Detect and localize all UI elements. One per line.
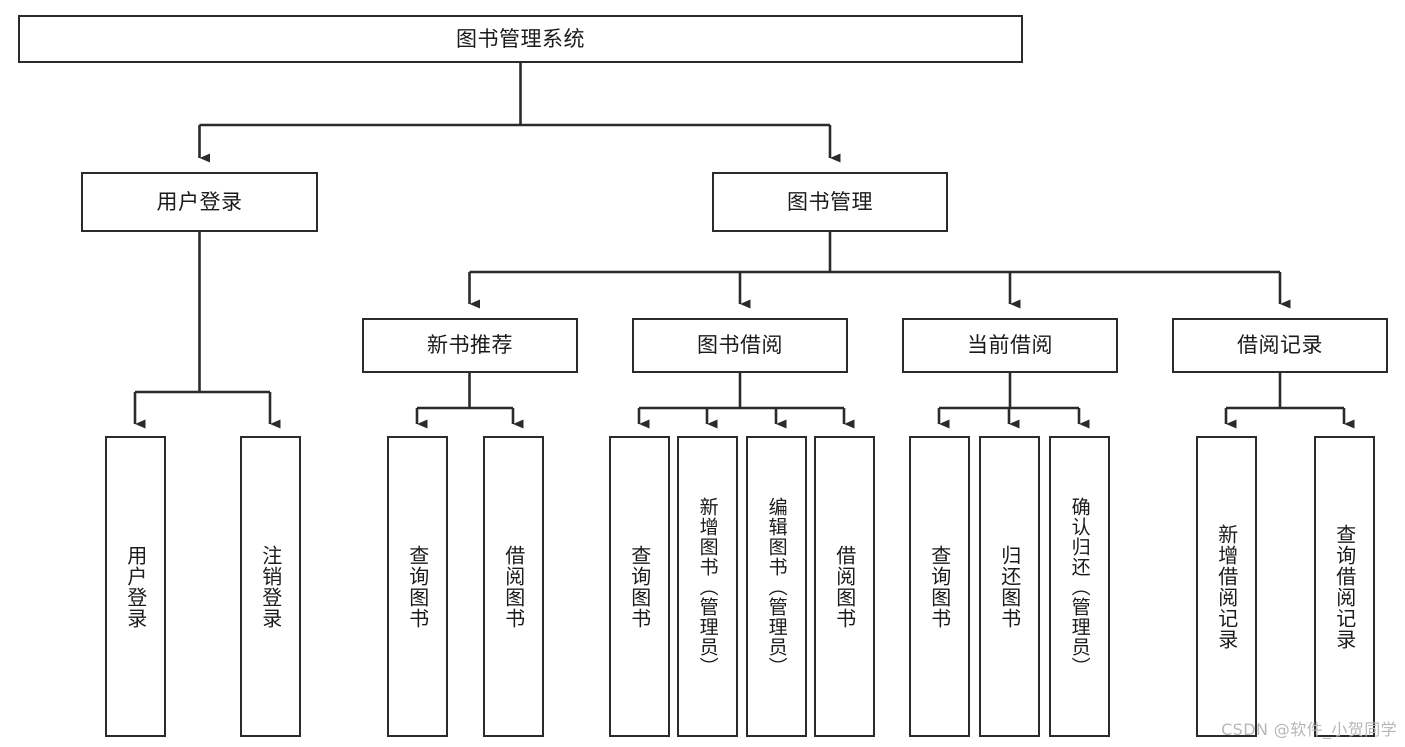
node-label: 查询借阅记录 — [1332, 523, 1357, 650]
node-current-borrow[interactable]: 当前借阅 — [902, 318, 1118, 373]
node-leaf-user-login-logout[interactable]: 注销登录 — [240, 436, 301, 737]
node-label: 新增图书（管理员） — [696, 496, 719, 677]
node-label: 图书管理 — [787, 189, 873, 214]
node-book-management[interactable]: 图书管理 — [712, 172, 948, 232]
node-label: 图书管理系统 — [456, 26, 585, 51]
node-book-borrow[interactable]: 图书借阅 — [632, 318, 848, 373]
node-label: 用户登录 — [156, 189, 243, 214]
node-leaf-user-login-login[interactable]: 用户登录 — [105, 436, 166, 737]
node-leaf-book-borrow-edit-book-admin[interactable]: 编辑图书（管理员） — [746, 436, 807, 737]
node-label: 图书借阅 — [697, 333, 783, 358]
node-label: 注销登录 — [258, 544, 283, 629]
node-leaf-current-borrow-query-book[interactable]: 查询图书 — [909, 436, 970, 737]
node-leaf-book-borrow-borrow-book[interactable]: 借阅图书 — [814, 436, 875, 737]
node-label: 新增借阅记录 — [1214, 523, 1239, 650]
node-leaf-book-borrow-query-book[interactable]: 查询图书 — [609, 436, 670, 737]
node-label: 借阅图书 — [832, 544, 857, 629]
node-label: 查询图书 — [627, 544, 652, 629]
node-leaf-current-borrow-return-book[interactable]: 归还图书 — [979, 436, 1040, 737]
node-label: 新书推荐 — [427, 333, 513, 358]
node-label: 查询图书 — [405, 544, 430, 629]
node-user-login[interactable]: 用户登录 — [81, 172, 318, 232]
node-leaf-borrow-record-add-record[interactable]: 新增借阅记录 — [1196, 436, 1257, 737]
csdn-watermark: CSDN @软件_小贺同学 — [1221, 720, 1397, 739]
node-leaf-book-borrow-add-book-admin[interactable]: 新增图书（管理员） — [677, 436, 738, 737]
node-label: 确认归还（管理员） — [1068, 496, 1091, 677]
node-label: 归还图书 — [997, 544, 1022, 629]
node-label: 用户登录 — [123, 544, 148, 629]
node-leaf-current-borrow-confirm-return-admin[interactable]: 确认归还（管理员） — [1049, 436, 1110, 737]
node-leaf-borrow-record-query-record[interactable]: 查询借阅记录 — [1314, 436, 1375, 737]
node-leaf-new-book-borrow-book[interactable]: 借阅图书 — [483, 436, 544, 737]
node-borrow-record[interactable]: 借阅记录 — [1172, 318, 1388, 373]
node-label: 借阅记录 — [1237, 333, 1323, 358]
node-label: 借阅图书 — [501, 544, 526, 629]
node-leaf-new-book-query-book[interactable]: 查询图书 — [387, 436, 448, 737]
node-root-book-management-system[interactable]: 图书管理系统 — [18, 15, 1023, 63]
node-new-book-recommend[interactable]: 新书推荐 — [362, 318, 578, 373]
node-label: 编辑图书（管理员） — [765, 496, 788, 677]
node-label: 当前借阅 — [967, 333, 1053, 358]
node-label: 查询图书 — [927, 544, 952, 629]
